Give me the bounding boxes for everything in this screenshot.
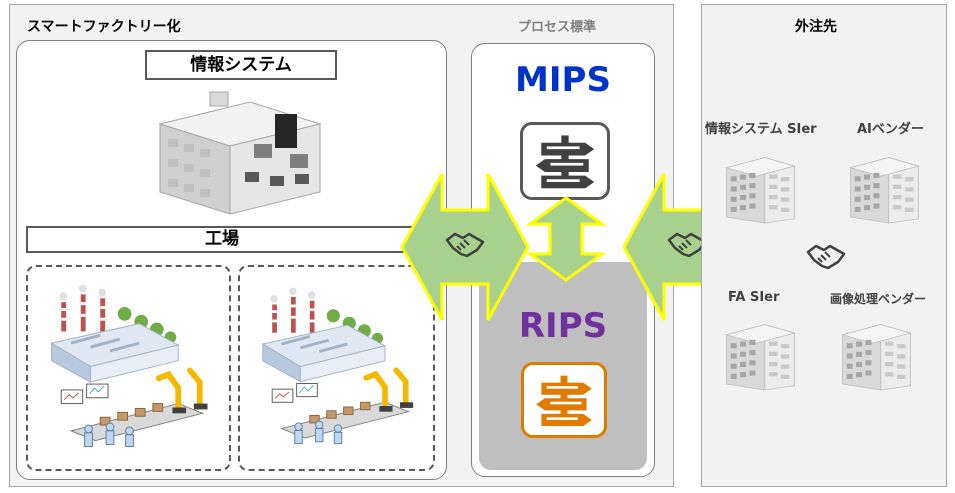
vendor-image-processing-label: 画像処理ベンダー: [830, 292, 927, 306]
vendor-info-system-sier-label: 情報システム SIer: [705, 122, 817, 137]
vendor-info-system-sier-building-icon: [718, 145, 803, 233]
info-system-building-icon: [150, 84, 330, 219]
vendor-handshake-icon: [806, 242, 846, 272]
mips-title: MIPS: [515, 60, 611, 100]
factory-process-arrow: [400, 172, 530, 322]
vendor-ai-label: AIベンダー: [857, 122, 924, 137]
factory-label: 工場: [26, 226, 418, 253]
outsourcing-panel: [701, 4, 947, 487]
vendor-fa-sier-label: FA SIer: [728, 290, 780, 305]
info-system-label: 情報システム: [145, 50, 337, 80]
rips-signpost-icon: [521, 362, 607, 438]
rips-title: RIPS: [518, 306, 608, 346]
mips-signpost-icon: [520, 122, 610, 200]
factory-scene-1-icon: [32, 280, 227, 455]
mips-rips-arrow: [526, 196, 606, 282]
vendor-ai-building-icon: [842, 145, 927, 233]
smart-factory-title: スマートファクトリー化: [27, 19, 181, 35]
vendor-fa-sier-building-icon: [718, 312, 803, 400]
process-standard-title: プロセス標準: [518, 20, 597, 35]
outsourcing-title: 外注先: [795, 19, 837, 35]
vendor-image-processing-building-icon: [834, 312, 919, 400]
